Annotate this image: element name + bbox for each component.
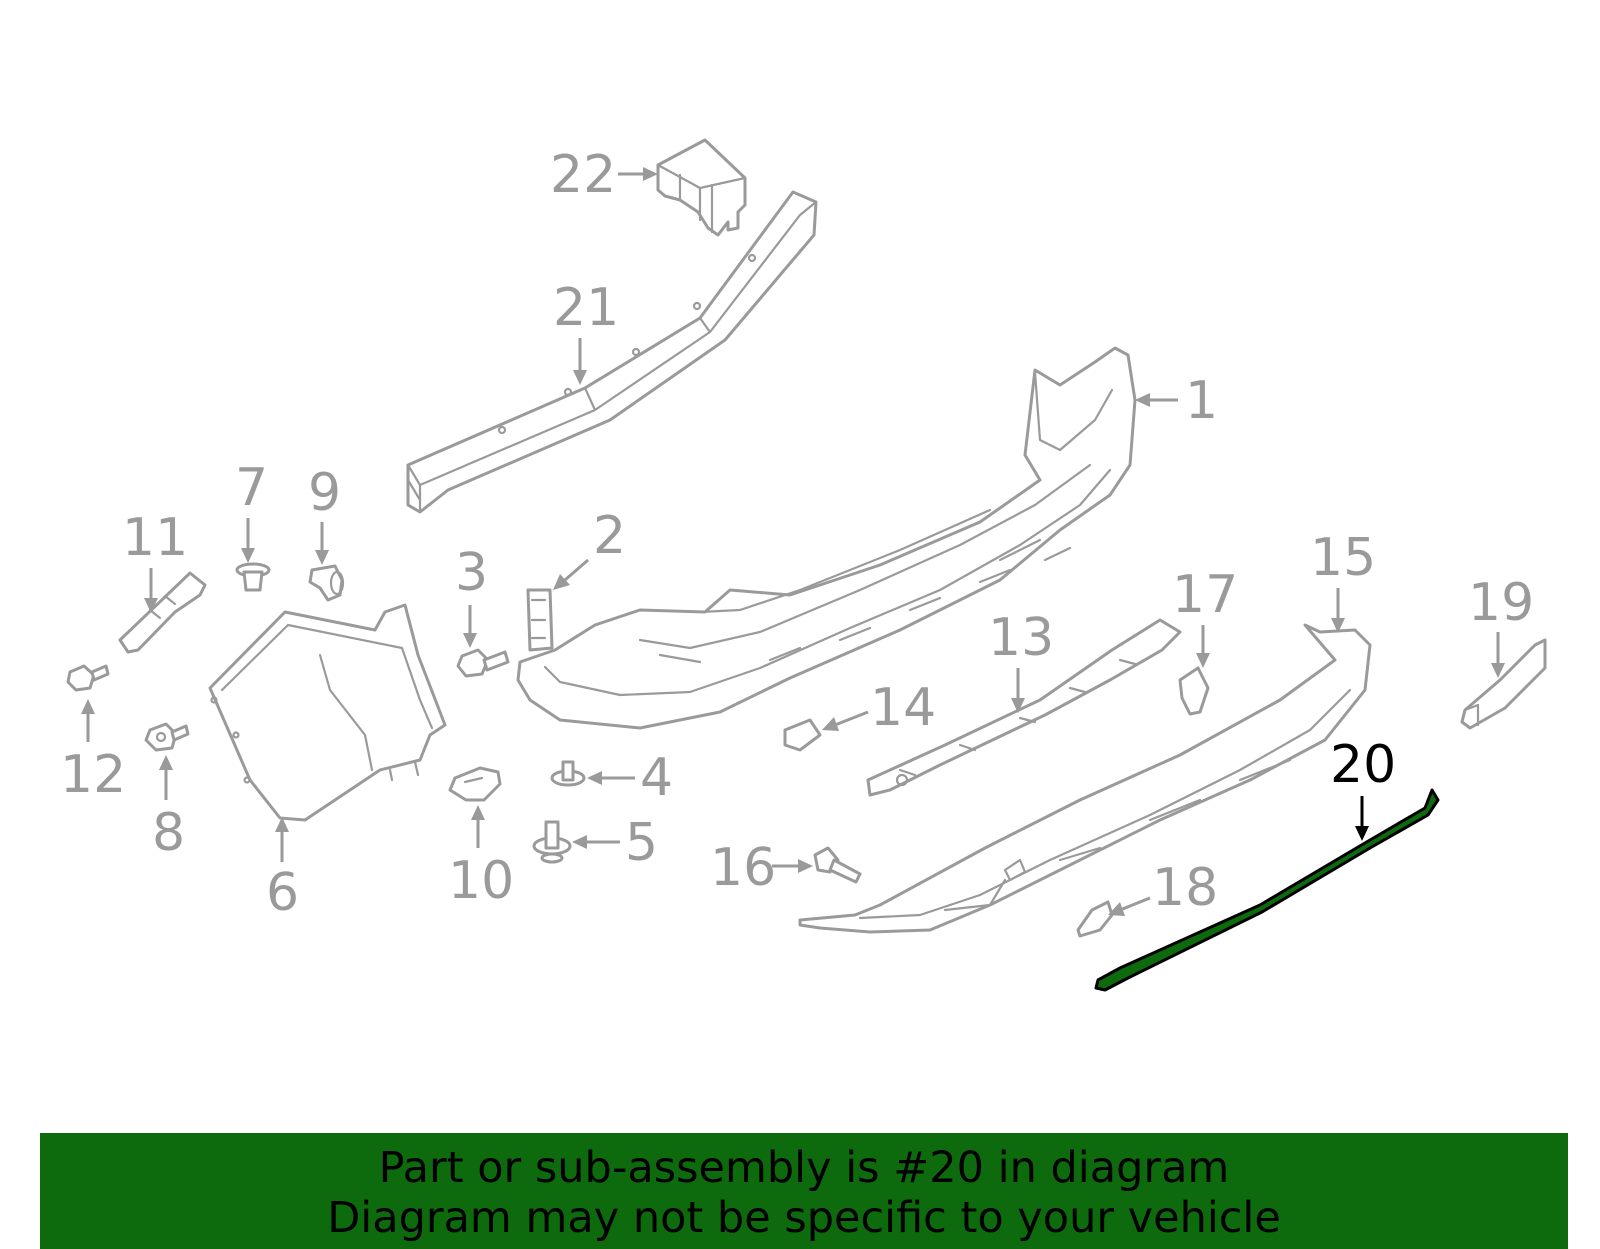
part-18-cap xyxy=(1076,900,1114,938)
banner-line-part-number: Part or sub-assembly is #20 in diagram xyxy=(378,1143,1230,1193)
info-banner: Part or sub-assembly is #20 in diagram D… xyxy=(40,1133,1568,1249)
callout-22: 22 xyxy=(550,145,616,205)
part-12-bolt xyxy=(66,664,110,692)
callout-17: 17 xyxy=(1172,565,1238,625)
callout-10: 10 xyxy=(448,851,514,911)
part-10-clip xyxy=(448,766,502,802)
callout-16: 16 xyxy=(710,838,776,898)
part-2-bracket xyxy=(526,588,554,652)
part-8-bolt xyxy=(144,722,190,752)
callout-20: 20 xyxy=(1330,735,1396,795)
callout-5: 5 xyxy=(625,813,658,873)
part-19-reflector xyxy=(1460,638,1547,730)
callout-7: 7 xyxy=(235,458,268,518)
callout-14: 14 xyxy=(870,678,936,738)
part-6-side-extension xyxy=(208,603,447,822)
callout-4: 4 xyxy=(640,748,673,808)
banner-line-disclaimer: Diagram may not be specific to your vehi… xyxy=(327,1193,1281,1243)
callout-labels: 1 2 3 4 5 6 7 8 9 10 11 12 13 14 15 16 1… xyxy=(60,145,1534,923)
part-14-clip xyxy=(783,718,822,752)
part-3-bolt xyxy=(456,648,510,678)
callout-19: 19 xyxy=(1468,573,1534,633)
part-22-bracket xyxy=(656,138,747,237)
callout-11: 11 xyxy=(122,508,188,568)
callout-1: 1 xyxy=(1185,371,1218,431)
callout-9: 9 xyxy=(308,463,341,523)
callout-6: 6 xyxy=(266,863,299,923)
callout-2: 2 xyxy=(593,506,626,566)
callout-3: 3 xyxy=(455,543,488,603)
callout-8: 8 xyxy=(152,803,185,863)
callout-15: 15 xyxy=(1310,528,1376,588)
callout-18: 18 xyxy=(1152,858,1218,918)
callout-arrows xyxy=(81,167,1505,916)
part-16-screw xyxy=(813,846,862,884)
part-20-molding xyxy=(1094,788,1440,992)
part-7-clip xyxy=(235,562,271,592)
callout-21: 21 xyxy=(553,278,619,338)
part-15-valance xyxy=(798,623,1372,934)
part-11-bracket xyxy=(118,571,207,654)
callout-12: 12 xyxy=(60,745,126,805)
part-1-bumper-cover xyxy=(516,346,1137,730)
part-9-grommet xyxy=(308,564,345,602)
callout-13: 13 xyxy=(988,608,1054,668)
part-13-bracket xyxy=(866,618,1182,797)
part-5-pin xyxy=(532,820,572,864)
part-17-clip xyxy=(1178,666,1210,716)
part-21-reinforcement-beam xyxy=(406,190,818,514)
part-4-pin xyxy=(550,760,586,787)
